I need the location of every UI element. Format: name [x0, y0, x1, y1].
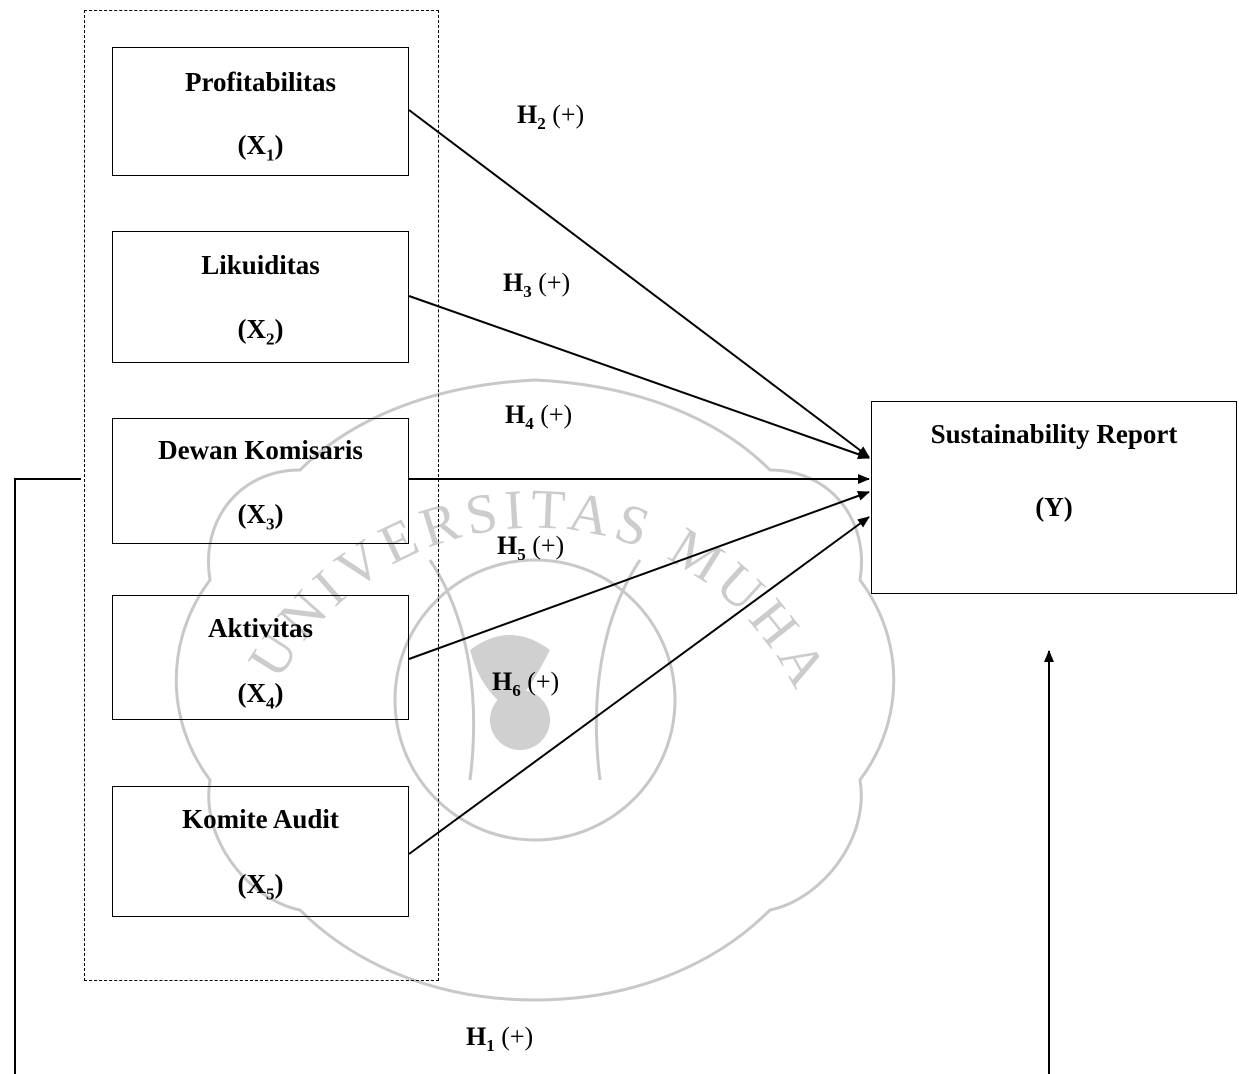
variable-name: Sustainability Report	[930, 419, 1178, 449]
arrow-h3	[408, 295, 870, 460]
variable-name: Komite Audit	[182, 804, 339, 834]
hypothesis-label-h3: H3 (+)	[503, 268, 571, 302]
variable-code: (X2)	[237, 314, 284, 349]
variable-name: Profitabilitas	[185, 67, 336, 97]
variable-box-komite-audit: Komite Audit (X5)	[112, 786, 409, 917]
variable-code: (X4)	[237, 678, 284, 713]
hypothesis-label-h5: H5 (+)	[497, 531, 565, 565]
arrow-h6	[408, 516, 870, 855]
variable-box-likuiditas: Likuiditas (X2)	[112, 231, 409, 363]
connector-h1	[14, 478, 81, 1074]
arrow-h5	[408, 491, 870, 660]
arrow-h2	[408, 109, 870, 458]
variable-name: Dewan Komisaris	[158, 435, 363, 465]
variable-box-sustainability-report: Sustainability Report (Y)	[871, 401, 1237, 594]
variable-code: (Y)	[1035, 492, 1073, 522]
variable-box-dewan-komisaris: Dewan Komisaris (X3)	[112, 418, 409, 544]
variable-code: (X3)	[237, 499, 284, 534]
hypothesis-label-h6: H6 (+)	[492, 667, 560, 701]
hypothesis-label-h1: H1 (+)	[466, 1022, 534, 1056]
hypothesis-label-h2: H2 (+)	[517, 100, 585, 134]
variable-box-aktivitas: Aktivitas (X4)	[112, 595, 409, 720]
variable-box-profitabilitas: Profitabilitas (X1)	[112, 47, 409, 176]
variable-name: Likuiditas	[201, 250, 320, 280]
independent-variables-group	[84, 10, 439, 981]
variable-code: (X1)	[237, 130, 284, 165]
variable-code: (X5)	[237, 869, 284, 904]
hypothesis-label-h4: H4 (+)	[505, 400, 573, 434]
variable-name: Aktivitas	[207, 613, 313, 643]
